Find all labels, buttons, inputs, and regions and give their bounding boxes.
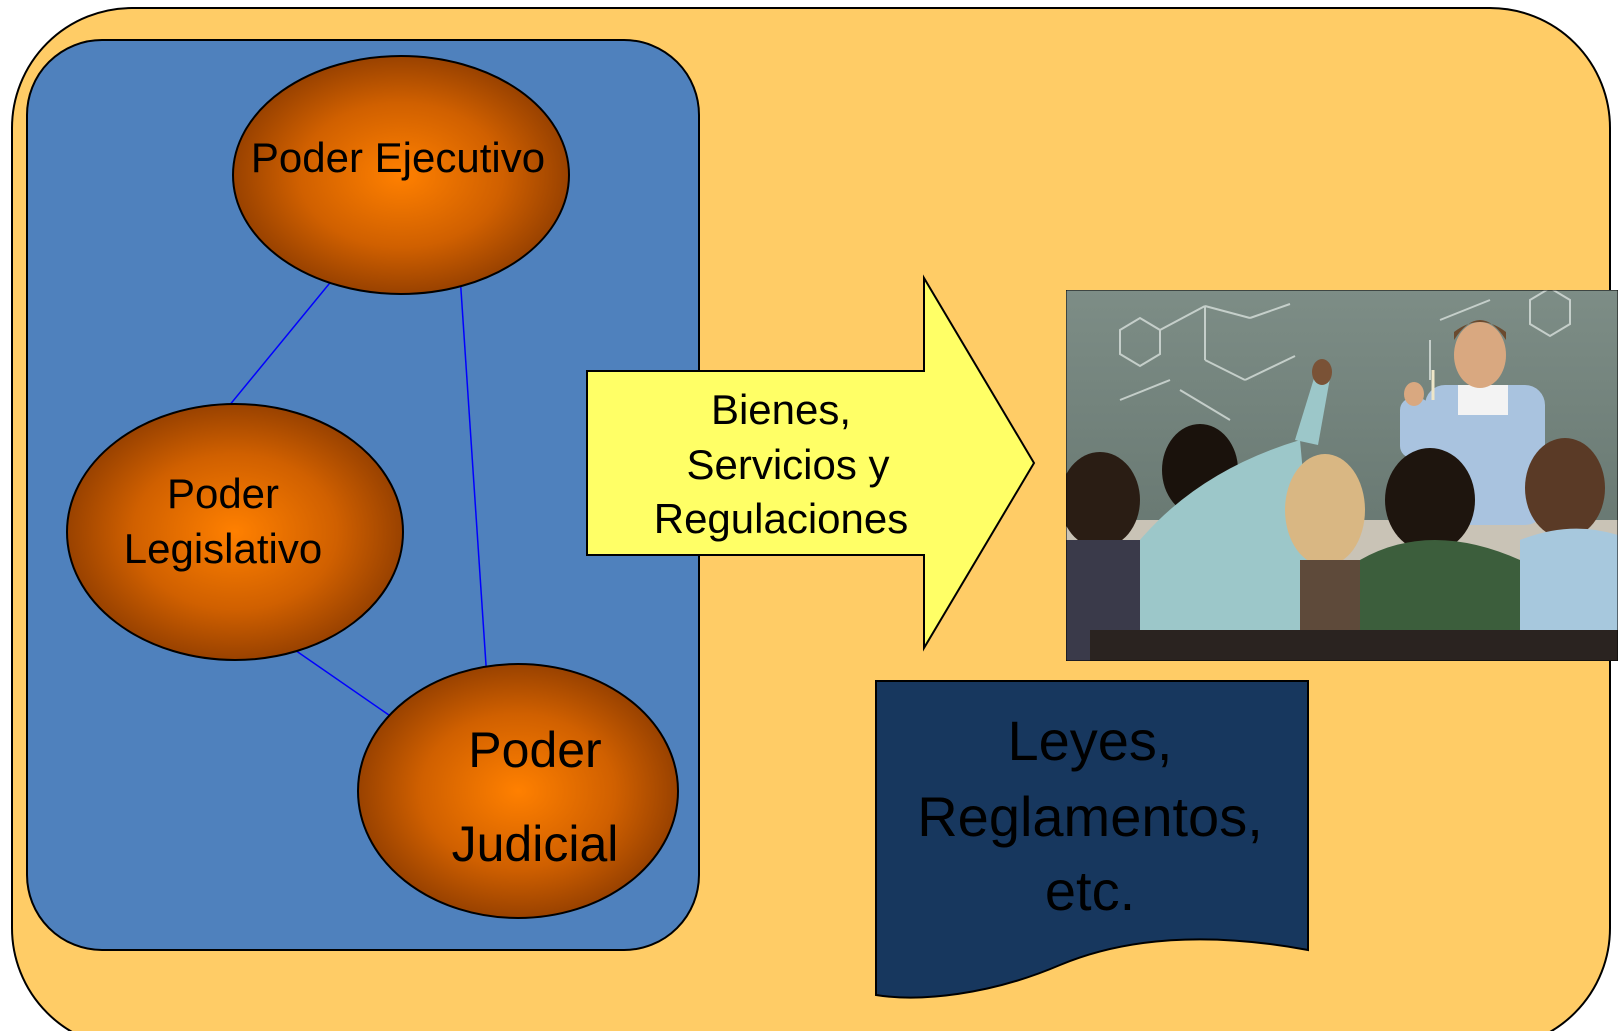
arrow-label-line2: Servicios y (686, 441, 889, 488)
ellipse-ejecutivo (232, 55, 570, 295)
document-shape (875, 680, 1309, 999)
document-label-line1: Leyes, (1008, 709, 1173, 772)
arrow-label-line3: Regulaciones (654, 495, 909, 542)
node-poder-ejecutivo: Poder Ejecutivo (232, 55, 570, 295)
label-legislativo-line1: Poder (167, 470, 279, 517)
laws-document: Leyes, Reglamentos, etc. (875, 680, 1309, 999)
connector-ejecutivo-judicial (454, 244, 493, 711)
output-arrow: Bienes, Servicios y Regulaciones (586, 274, 1036, 652)
label-judicial-line2: Judicial (452, 816, 619, 872)
arrow-shape (586, 274, 1036, 652)
document-label-line2: Reglamentos, (917, 785, 1263, 848)
students-figures (1066, 359, 1618, 661)
document-label-line3: etc. (1045, 859, 1135, 922)
node-poder-legislativo: Poder Legislativo (66, 403, 404, 661)
node-poder-judicial: Poder Judicial (357, 663, 679, 919)
ellipse-legislativo (66, 403, 404, 661)
label-legislativo-line2: Legislativo (124, 525, 322, 572)
classroom-photo (1066, 290, 1618, 661)
arrow-label-line1: Bienes, (711, 386, 851, 433)
label-ejecutivo: Poder Ejecutivo (251, 134, 545, 181)
ellipse-judicial (357, 663, 679, 919)
label-judicial-line1: Poder (468, 722, 601, 778)
